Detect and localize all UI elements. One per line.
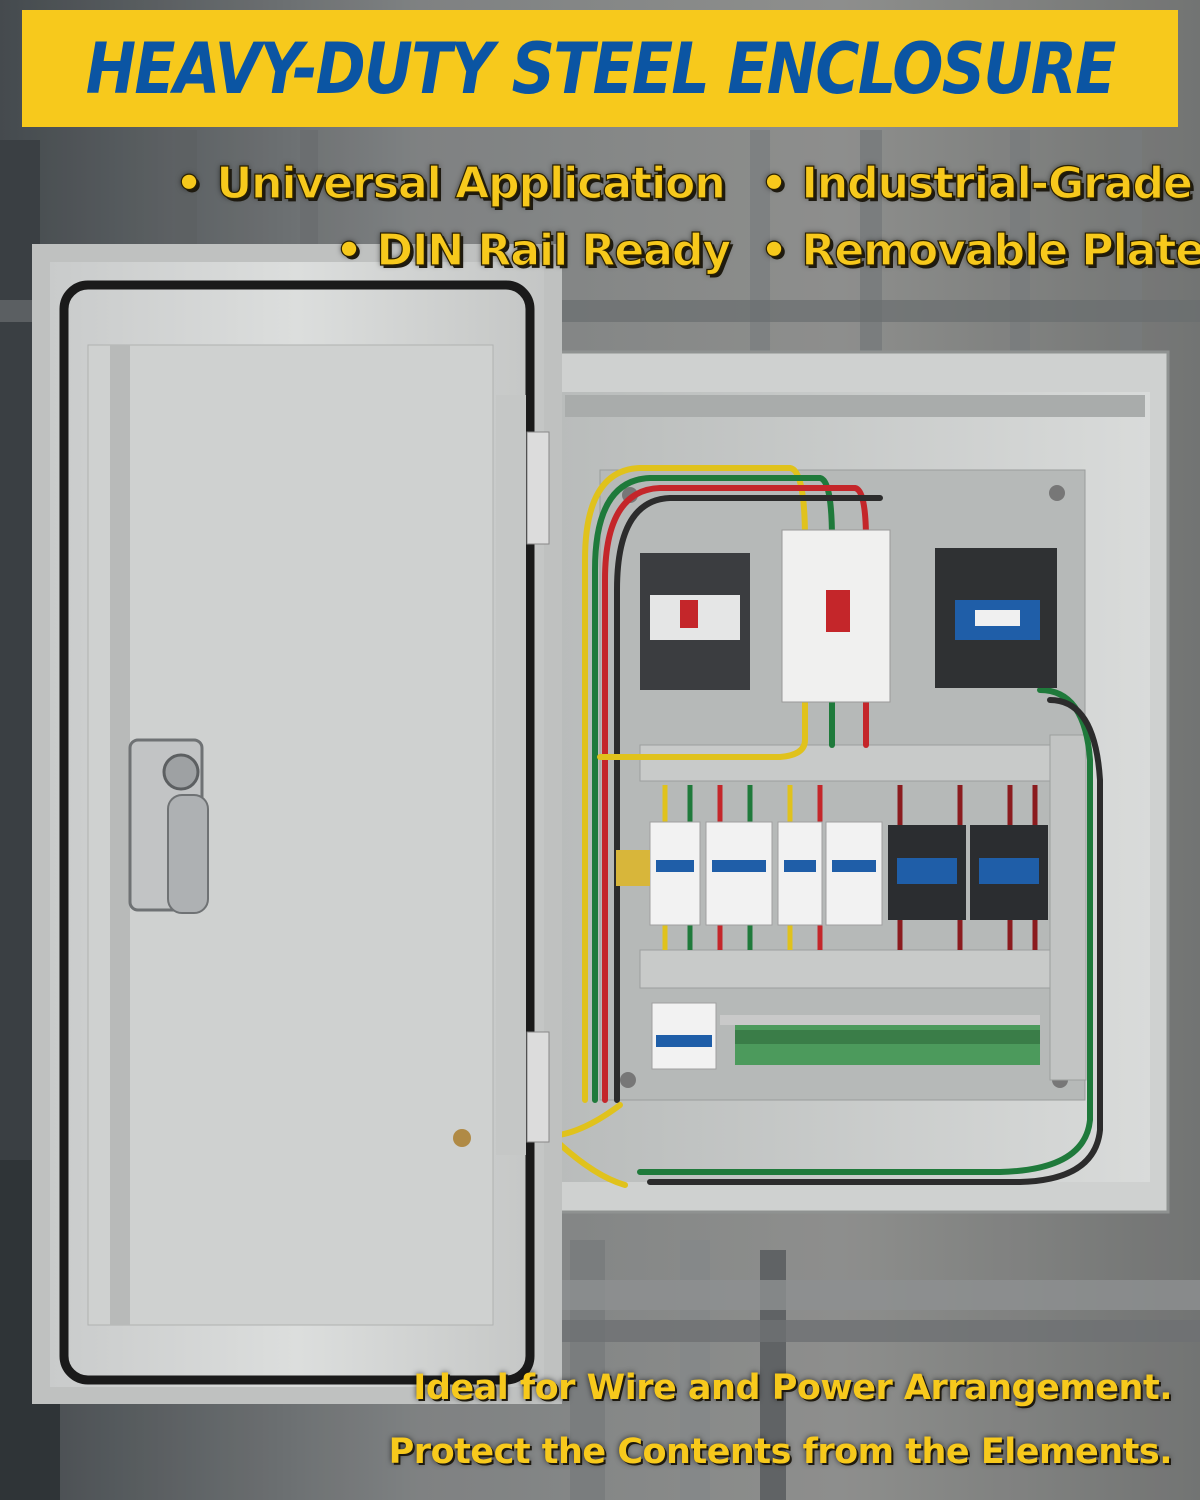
- caption-wire-arrangement: Ideal for Wire and Power Arrangement.: [413, 1368, 1172, 1408]
- banner-title: HEAVY-DUTY STEEL ENCLOSURE: [85, 27, 1117, 110]
- feature-universal-application: • Universal Application: [174, 157, 726, 209]
- feature-removable-plate: • Removable Plate: [759, 224, 1200, 276]
- feature-din-rail-ready: • DIN Rail Ready: [334, 224, 731, 276]
- title-banner: HEAVY-DUTY STEEL ENCLOSURE: [22, 10, 1178, 127]
- caption-protect-contents: Protect the Contents from the Elements.: [388, 1432, 1173, 1472]
- feature-industrial-grade: • Industrial-Grade: [759, 157, 1193, 209]
